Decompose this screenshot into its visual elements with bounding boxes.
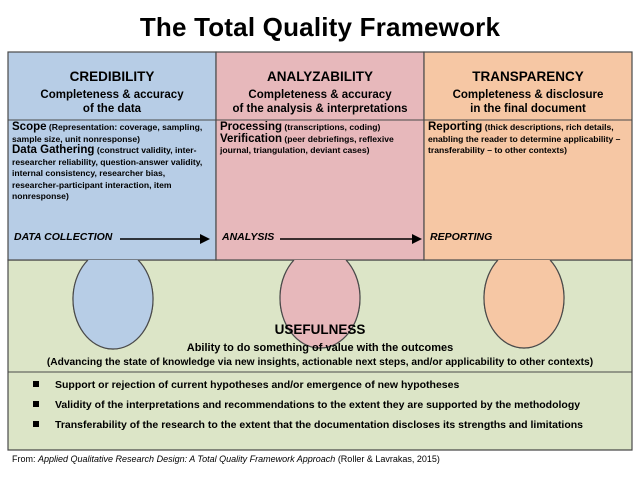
- credibility-body: Scope (Representation: coverage, samplin…: [12, 121, 210, 203]
- citation-suffix: (Roller & Lavrakas, 2015): [335, 454, 440, 464]
- transparency-title: TRANSPARENCY: [472, 69, 584, 84]
- credibility-column: CREDIBILITY Completeness & accuracy of t…: [8, 52, 216, 260]
- credibility-title: CREDIBILITY: [69, 69, 155, 84]
- source-citation: From: Applied Qualitative Research Desig…: [12, 454, 440, 464]
- reporting-text: (thick descriptions, rich details, enabl…: [428, 122, 621, 155]
- verification-text: (peer debriefings, reflexive journal, tr…: [220, 133, 394, 156]
- stage-reporting: REPORTING: [430, 231, 493, 243]
- transparency-piece: [423, 51, 633, 261]
- analyzability-body: Processing (transcriptions, coding) Veri…: [220, 121, 418, 157]
- verification-label: Verification: [220, 132, 282, 145]
- list-item: Transferability of the research to the e…: [33, 415, 633, 435]
- stage-data-collection: DATA COLLECTION: [14, 231, 113, 243]
- list-item: Support or rejection of current hypothes…: [33, 375, 633, 395]
- transparency-body: Reporting (thick descriptions, rich deta…: [428, 121, 626, 157]
- reporting-label: Reporting: [428, 121, 483, 133]
- credibility-subtitle-1: Completeness & accuracy: [40, 89, 184, 101]
- transparency-subtitle-1: Completeness & disclosure: [452, 89, 604, 101]
- processing-text: (transcriptions, coding): [284, 122, 381, 132]
- usefulness-bullet-list: Support or rejection of current hypothes…: [33, 375, 633, 435]
- data-gathering-text: (construct validity, inter-researcher re…: [12, 145, 203, 201]
- scope-text: (Representation: coverage, sampling, sam…: [12, 122, 203, 144]
- credibility-tab: [72, 259, 154, 350]
- processing-label: Processing: [220, 121, 282, 133]
- citation-book-title: Applied Qualitative Research Design: A T…: [38, 454, 336, 464]
- data-gathering-label: Data Gathering: [12, 144, 95, 156]
- transparency-tab: [483, 259, 565, 349]
- page-title: The Total Quality Framework: [139, 12, 501, 42]
- scope-label: Scope: [12, 121, 47, 133]
- analyzability-subtitle-2: of the analysis & interpretations: [232, 103, 408, 115]
- stage-analysis: ANALYSIS: [222, 231, 275, 243]
- usefulness-line-2: (Advancing the state of knowledge via ne…: [46, 357, 594, 368]
- analyzability-subtitle-1: Completeness & accuracy: [248, 89, 392, 101]
- credibility-subtitle-2: of the data: [82, 103, 142, 115]
- citation-prefix: From:: [12, 454, 38, 464]
- usefulness-line-1: Ability to do something of value with th…: [186, 342, 454, 354]
- analyzability-title: ANALYZABILITY: [266, 69, 373, 84]
- credibility-piece: [7, 51, 217, 261]
- usefulness-title: USEFULNESS: [274, 322, 366, 337]
- analyzability-tab: [279, 259, 361, 349]
- analyzability-column: ANALYZABILITY Completeness & accuracy of…: [216, 52, 424, 260]
- transparency-column: TRANSPARENCY Completeness & disclosure i…: [424, 52, 632, 260]
- analyzability-piece: [215, 51, 425, 261]
- transparency-subtitle-2: in the final document: [470, 103, 586, 115]
- list-item: Validity of the interpretations and reco…: [33, 395, 633, 415]
